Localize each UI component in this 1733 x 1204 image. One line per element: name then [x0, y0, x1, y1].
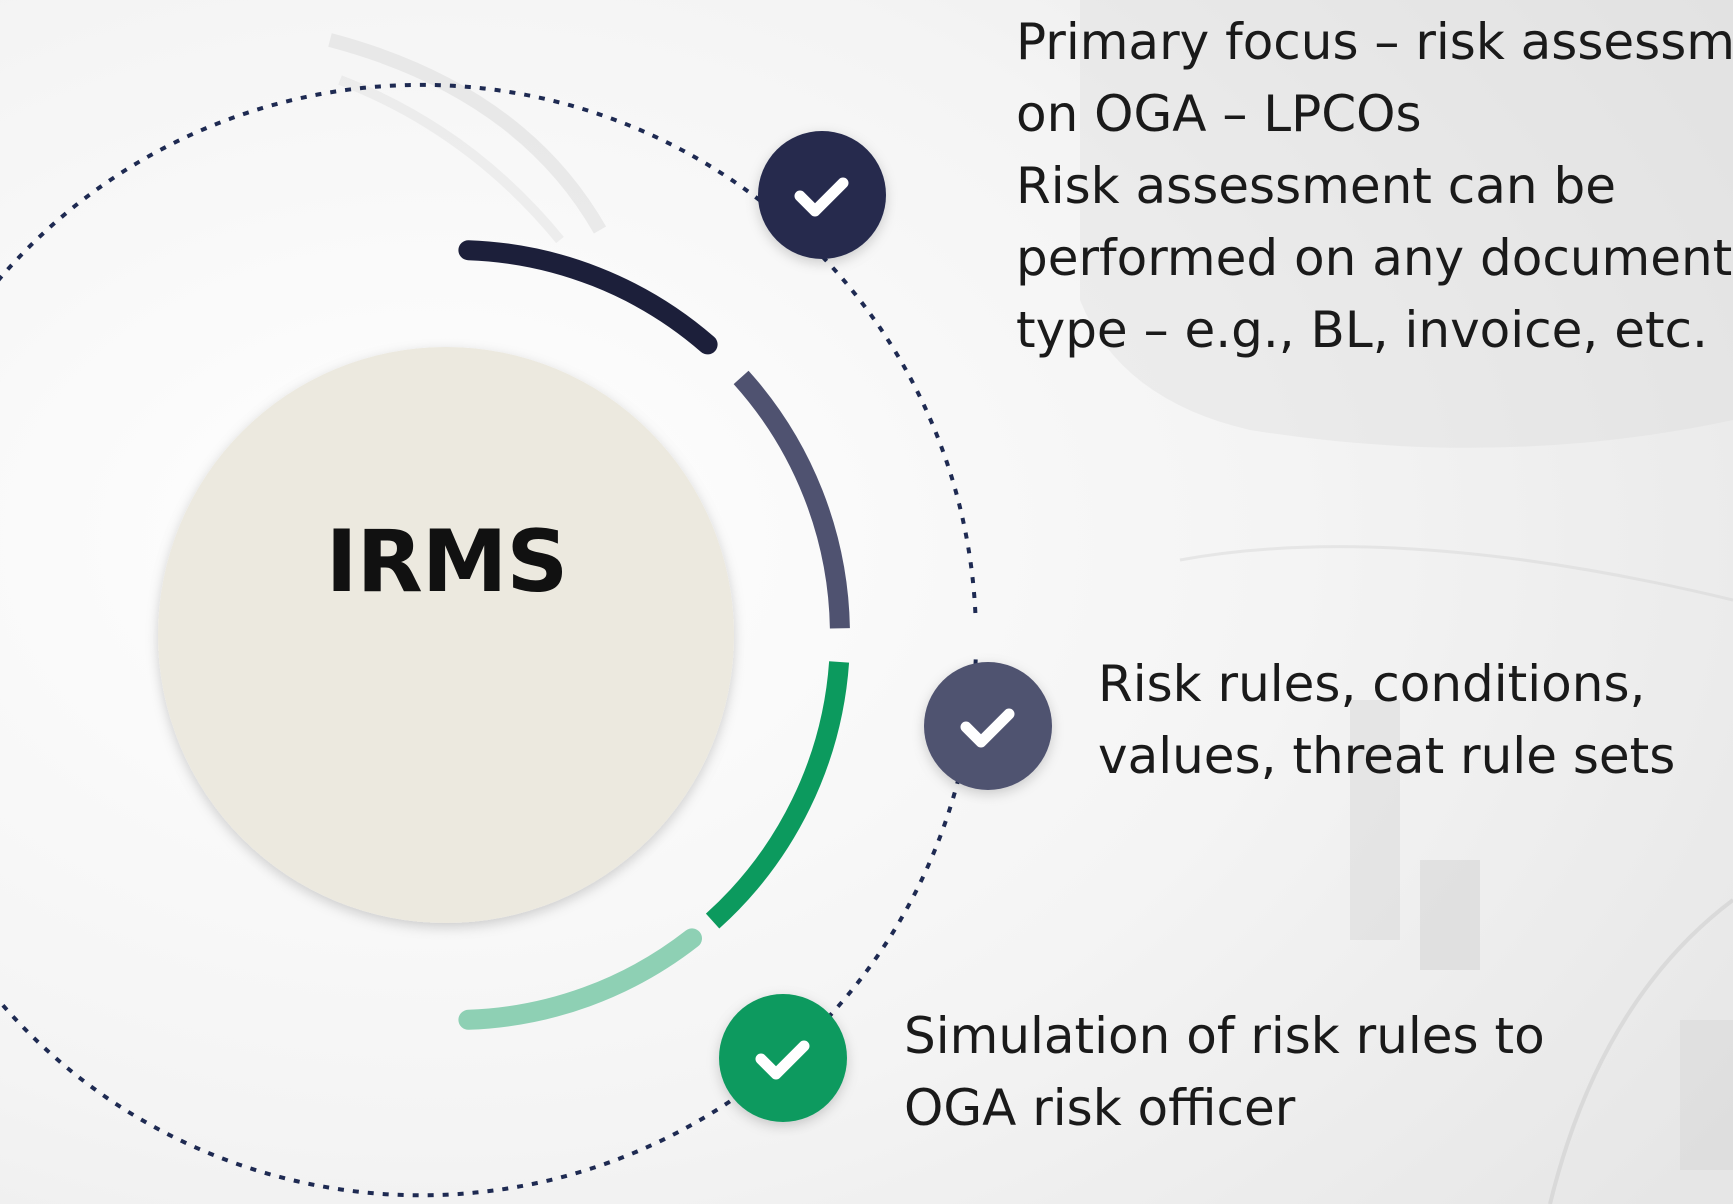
point-1-line-4: performed on any document — [1016, 229, 1733, 287]
point-1-line-5: type – e.g., BL, invoice, etc. — [1016, 301, 1708, 359]
arc-segment-1 — [458, 240, 718, 355]
point-2-text: Risk rules, conditions, values, threat r… — [1098, 648, 1675, 792]
checkmark-icon — [794, 177, 849, 217]
marker-3 — [719, 994, 847, 1122]
dotted-ring-upper — [0, 82, 978, 621]
arc-segment-3 — [705, 661, 850, 929]
arc-segment-4 — [458, 928, 702, 1030]
point-1-text: Primary focus – risk assessment on OGA –… — [1016, 6, 1733, 366]
checkmark-icon — [960, 708, 1015, 748]
point-3-text: Simulation of risk rules to OGA risk off… — [904, 1000, 1545, 1144]
dotted-ring-lower — [0, 659, 978, 1198]
arc-segment-2 — [733, 370, 850, 629]
dotted-ring — [0, 82, 978, 1198]
checkmark-icon — [755, 1040, 810, 1080]
center-label: IRMS — [325, 512, 569, 612]
marker-3-circle — [719, 994, 847, 1122]
marker-1 — [758, 131, 886, 259]
point-1-line-1: Primary focus – risk assessment — [1016, 13, 1733, 71]
marker-2 — [924, 662, 1052, 790]
point-3-line-1: Simulation of risk rules to — [904, 1007, 1545, 1065]
center-circle — [158, 347, 734, 923]
marker-1-circle — [758, 131, 886, 259]
point-1-line-2: on OGA – LPCOs — [1016, 85, 1422, 143]
progress-arcs — [458, 240, 850, 1030]
point-2-line-2: values, threat rule sets — [1098, 727, 1676, 785]
marker-2-circle — [924, 662, 1052, 790]
point-2-line-1: Risk rules, conditions, — [1098, 655, 1646, 713]
point-3-line-2: OGA risk officer — [904, 1079, 1296, 1137]
point-1-line-3: Risk assessment can be — [1016, 157, 1616, 215]
background-texture — [328, 0, 1733, 1204]
